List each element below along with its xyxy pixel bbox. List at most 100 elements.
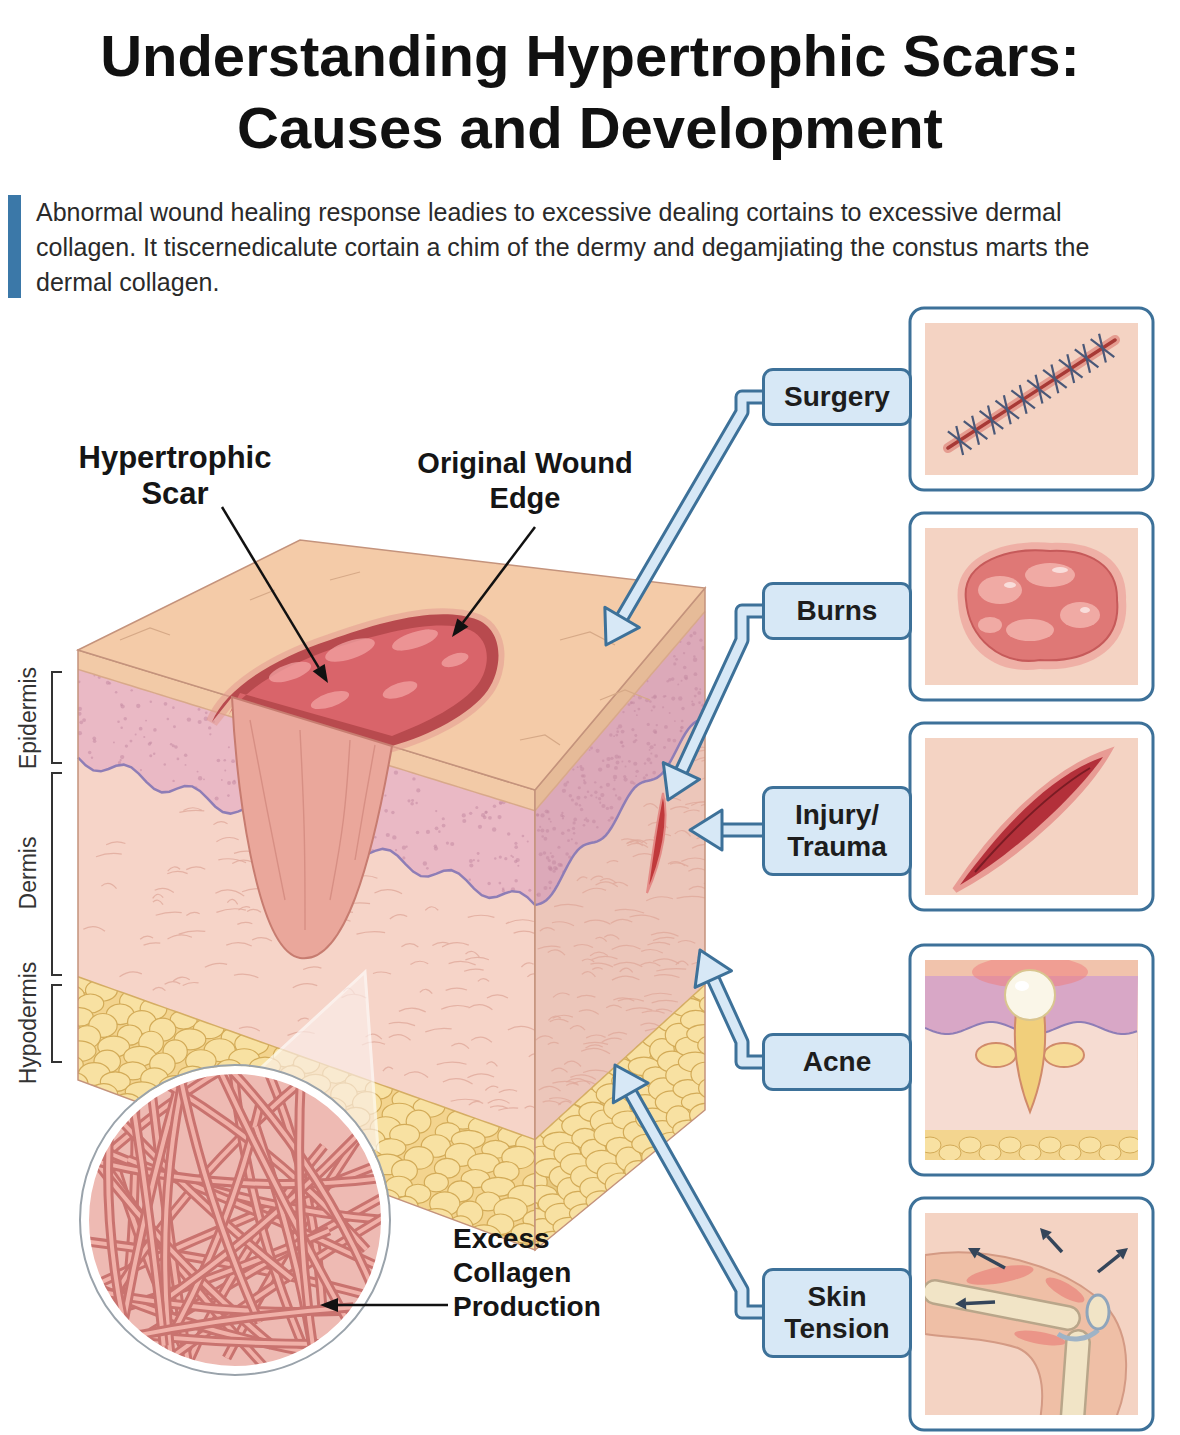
fat-globule — [569, 1204, 603, 1223]
cell-dot — [553, 866, 557, 870]
dermis-fiber — [596, 937, 607, 941]
arrow-head — [613, 1065, 648, 1103]
cell-dot — [79, 721, 83, 725]
scar-tissue — [232, 697, 392, 958]
cell-dot — [423, 861, 427, 865]
leg — [925, 1252, 1126, 1420]
dermis-fiber — [508, 1026, 536, 1030]
arrow-body — [680, 611, 775, 774]
dermis-fiber — [525, 1106, 536, 1108]
cell-dot — [231, 759, 235, 763]
dermis-fiber — [701, 760, 719, 764]
cell-dot — [616, 761, 620, 765]
fat-globule — [699, 1077, 729, 1099]
cell-dot — [392, 835, 396, 839]
dermis-fiber — [451, 1043, 469, 1048]
dermis-fiber — [702, 776, 726, 780]
dermis-fiber — [586, 1035, 605, 1038]
dermis-fiber — [551, 1068, 567, 1072]
cell-dot — [613, 775, 617, 779]
magnifier-outline — [80, 1065, 390, 1375]
cell-dot — [606, 764, 610, 768]
tension-arrow-head — [1116, 1248, 1128, 1260]
cell-dot — [528, 889, 531, 892]
dermis-fiber — [205, 963, 227, 967]
dermis-fiber — [173, 977, 190, 981]
dermis-fiber — [582, 972, 596, 977]
cell-dot — [621, 730, 625, 734]
scar-striation — [300, 730, 305, 930]
fat-globule — [999, 1137, 1021, 1153]
dermis-fiber — [441, 1006, 468, 1010]
cell-dot — [91, 756, 93, 758]
dermis-fiber — [590, 952, 608, 956]
cell-dot — [442, 817, 445, 820]
cell-dot — [117, 721, 120, 724]
dermis-fiber — [606, 1005, 621, 1008]
cell-dot — [596, 749, 600, 753]
dermis-fiber — [670, 863, 688, 867]
cell-dot — [623, 777, 627, 781]
cell-dot — [494, 857, 496, 859]
dermis-fiber — [644, 993, 672, 996]
cell-dot — [609, 806, 613, 810]
leader-head — [452, 618, 468, 637]
cause-tab: Injury/ Trauma — [762, 786, 912, 876]
dermis-fiber — [469, 1005, 493, 1010]
dermis-fiber — [684, 810, 700, 813]
cell-dot — [683, 652, 685, 654]
arrow-head — [663, 763, 699, 800]
collagen-fiber — [0, 1307, 353, 1392]
cell-dot — [543, 851, 547, 855]
cell-dot — [484, 811, 487, 814]
cell-dot — [681, 720, 684, 723]
cell-dot — [536, 813, 539, 816]
layer-label: Hypodermis — [15, 913, 41, 1133]
cell-dot — [590, 747, 593, 750]
acne-fat — [925, 1130, 1138, 1165]
cell-dot — [217, 759, 221, 763]
collagen-fibers — [0, 895, 541, 1435]
scar-highlight — [390, 625, 441, 655]
fat-globule — [625, 1161, 652, 1181]
cell-dot — [646, 742, 650, 746]
cell-dot — [653, 729, 657, 733]
fat-globule — [1099, 1145, 1121, 1161]
cell-dot — [391, 811, 395, 815]
cell-dot — [669, 712, 671, 714]
cell-dot — [499, 802, 502, 805]
cell-dot — [119, 759, 121, 761]
cell-dot — [135, 733, 137, 735]
dermis-fiber — [167, 871, 187, 873]
cell-dot — [136, 704, 140, 708]
cell-dot — [209, 733, 211, 735]
cell-dot — [643, 776, 646, 779]
cell-dot — [622, 711, 624, 713]
dermis-fiber — [677, 896, 705, 898]
part-label: Excess Collagen Production — [453, 1222, 628, 1324]
dermis-fiber — [213, 822, 227, 825]
cell-dot — [656, 724, 658, 726]
burn-shine — [1004, 582, 1016, 588]
cell-dot — [632, 701, 635, 704]
cell-dot — [636, 714, 638, 716]
dermis-fiber — [252, 938, 272, 941]
dermis-fiber — [564, 1061, 581, 1066]
cell-dot — [543, 886, 547, 890]
cell-dot — [442, 824, 446, 828]
cell-dot — [561, 832, 565, 836]
arrow-head — [695, 950, 731, 987]
cell-dot — [622, 745, 625, 748]
cell-dot — [680, 726, 683, 729]
dermis-fiber — [538, 946, 561, 949]
cell-dot — [124, 717, 127, 720]
arrow-outline — [621, 397, 775, 620]
cell-dot — [651, 697, 653, 699]
dermis-fiber — [383, 1067, 393, 1071]
fat-globule — [919, 1137, 941, 1153]
dermis-fiber — [704, 880, 731, 884]
cell-dot — [694, 672, 698, 676]
cell-dot — [586, 819, 590, 823]
cell-dot — [561, 812, 563, 814]
cell-dot — [600, 793, 604, 797]
